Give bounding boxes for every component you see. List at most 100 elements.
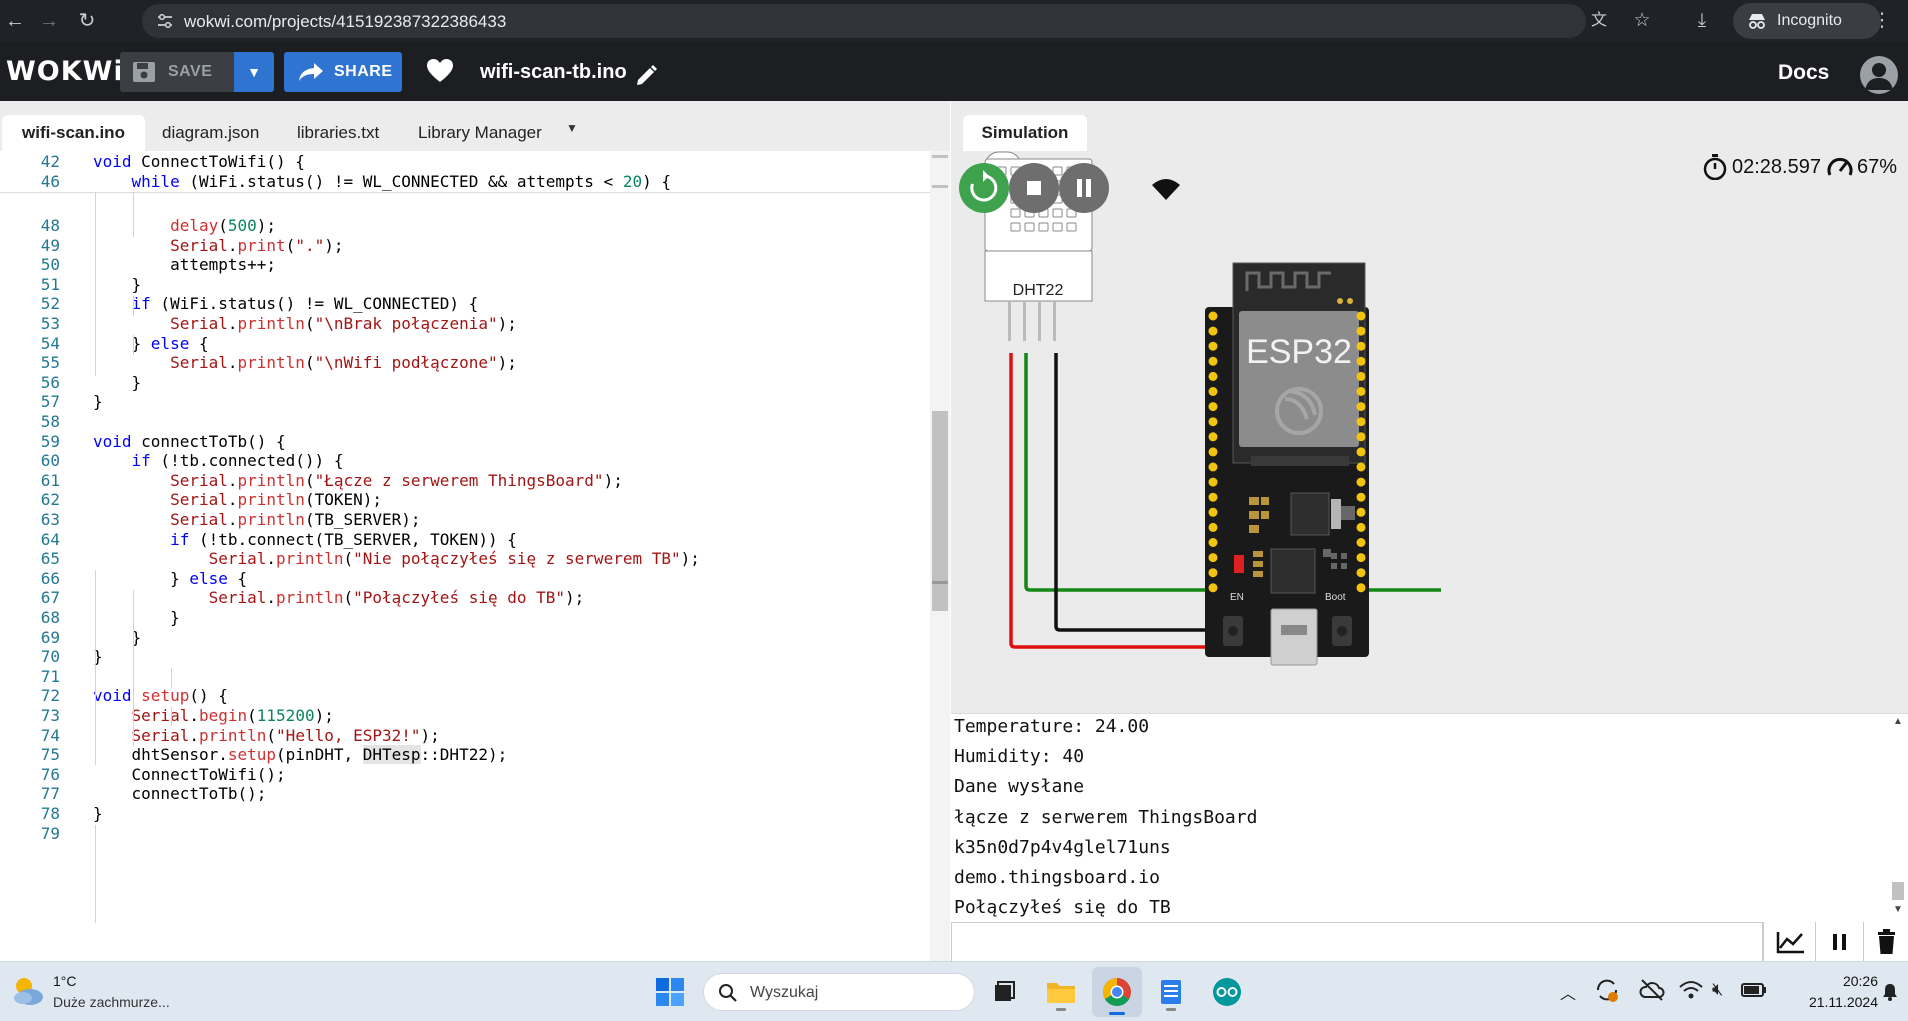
code-line[interactable]: 61 Serial.println("Łącze z serwerem Thin… bbox=[0, 471, 930, 491]
code-line[interactable]: 49 Serial.print("."); bbox=[0, 236, 930, 256]
code-line[interactable]: 52 if (WiFi.status() != WL_CONNECTED) { bbox=[0, 294, 930, 314]
avatar[interactable] bbox=[1860, 56, 1898, 94]
file-explorer-icon[interactable] bbox=[1042, 973, 1080, 1011]
volume-muted-icon[interactable]: 🔇︎ bbox=[1712, 979, 1724, 999]
clock-time[interactable]: 20:26 bbox=[1842, 973, 1878, 989]
wifi-signal-icon[interactable] bbox=[1678, 978, 1704, 1002]
esp32-pin[interactable] bbox=[1208, 553, 1218, 563]
esp32-pin[interactable] bbox=[1356, 462, 1366, 472]
serial-scrollbar[interactable]: ▲ ▼ bbox=[1892, 716, 1904, 915]
arduino-ide-icon[interactable] bbox=[1208, 973, 1246, 1011]
esp32-pin[interactable] bbox=[1208, 356, 1218, 366]
code-line[interactable]: 68 } bbox=[0, 608, 930, 628]
esp32-pin[interactable] bbox=[1208, 462, 1218, 472]
code-line[interactable]: 73 Serial.begin(115200); bbox=[0, 706, 930, 726]
serial-input[interactable] bbox=[951, 922, 1763, 962]
stop-button[interactable] bbox=[1009, 163, 1059, 213]
weather-temperature[interactable]: 1°C bbox=[53, 973, 77, 989]
code-line[interactable]: 75 dhtSensor.setup(pinDHT, DHTesp::DHT22… bbox=[0, 745, 930, 765]
download-icon[interactable]: ⤓ bbox=[1697, 10, 1707, 31]
back-icon[interactable]: ← bbox=[5, 10, 25, 32]
project-name[interactable]: wifi-scan-tb.ino bbox=[480, 61, 627, 83]
save-button[interactable]: SAVE bbox=[120, 52, 234, 92]
forward-icon[interactable]: → bbox=[39, 10, 59, 32]
tabs-menu-icon[interactable]: ▼ bbox=[566, 121, 578, 135]
browser-menu-icon[interactable]: ⋮ bbox=[1872, 10, 1892, 31]
windows-start-icon[interactable] bbox=[651, 973, 689, 1011]
code-line[interactable]: 67 Serial.println("Połączyłeś się do TB"… bbox=[0, 588, 930, 608]
code-line[interactable]: 64 if (!tb.connect(TB_SERVER, TOKEN)) { bbox=[0, 530, 930, 550]
esp32-pin[interactable] bbox=[1208, 402, 1218, 412]
save-dropdown-button[interactable]: ▼ bbox=[234, 52, 274, 92]
code-line[interactable]: 66 } else { bbox=[0, 569, 930, 589]
esp32-board[interactable]: ESP32 EN Boot bbox=[1205, 262, 1369, 666]
esp32-pin[interactable] bbox=[1356, 417, 1366, 427]
tab-simulation[interactable]: Simulation bbox=[963, 115, 1087, 151]
code-line[interactable]: 50 attempts++; bbox=[0, 255, 930, 275]
tab-libraries-txt[interactable]: libraries.txt bbox=[297, 123, 380, 142]
esp32-pin[interactable] bbox=[1356, 447, 1366, 457]
incognito-badge[interactable]: Incognito bbox=[1733, 3, 1881, 39]
code-line[interactable]: 69 } bbox=[0, 628, 930, 648]
battery-icon[interactable] bbox=[1740, 979, 1768, 1001]
code-line[interactable]: 78} bbox=[0, 804, 930, 824]
taskbar-search[interactable]: Wyszukaj bbox=[703, 973, 975, 1011]
plotter-button[interactable] bbox=[1763, 922, 1815, 962]
code-line[interactable]: 54 } else { bbox=[0, 334, 930, 354]
code-line[interactable]: 53 Serial.println("\nBrak połączenia"); bbox=[0, 314, 930, 334]
code-line[interactable]: 60 if (!tb.connected()) { bbox=[0, 451, 930, 471]
code-line[interactable]: 76 ConnectToWifi(); bbox=[0, 765, 930, 785]
cloud-offline-icon[interactable] bbox=[1638, 977, 1666, 1003]
esp32-pin[interactable] bbox=[1208, 447, 1218, 457]
sync-icon[interactable] bbox=[1592, 975, 1622, 1005]
address-bar[interactable]: wokwi.com/projects/415192387322386433 文 … bbox=[142, 4, 1651, 38]
code-line[interactable]: 58 bbox=[0, 412, 930, 432]
pause-button[interactable] bbox=[1059, 163, 1109, 213]
task-view-icon[interactable] bbox=[985, 973, 1023, 1011]
esp32-pin[interactable] bbox=[1208, 477, 1218, 487]
esp32-pin[interactable] bbox=[1208, 492, 1218, 502]
wokwi-logo[interactable]: WOKWi bbox=[6, 56, 124, 87]
code-line[interactable]: 56 } bbox=[0, 373, 930, 393]
esp32-pin[interactable] bbox=[1356, 568, 1366, 578]
esp32-pin[interactable] bbox=[1356, 387, 1366, 396]
code-line[interactable]: 62 Serial.println(TOKEN); bbox=[0, 490, 930, 510]
esp32-pin[interactable] bbox=[1208, 538, 1218, 547]
docs-link[interactable]: Docs bbox=[1778, 61, 1830, 84]
esp32-pin[interactable] bbox=[1356, 356, 1366, 366]
code-area[interactable]: 48 delay(500);49 Serial.print(".");50 at… bbox=[0, 151, 930, 961]
translate-icon[interactable]: 文 bbox=[1590, 12, 1607, 29]
editor-scroll-thumb[interactable] bbox=[932, 411, 948, 611]
esp32-pin[interactable] bbox=[1208, 432, 1218, 442]
code-line[interactable]: 63 Serial.println(TB_SERVER); bbox=[0, 510, 930, 530]
code-line[interactable]: 65 Serial.println("Nie połączyłeś się z … bbox=[0, 549, 930, 569]
clock-date[interactable]: 21.11.2024 bbox=[1808, 994, 1878, 1010]
reload-icon[interactable]: ↻ bbox=[78, 10, 96, 32]
esp32-pin[interactable] bbox=[1208, 583, 1218, 593]
esp32-pin[interactable] bbox=[1356, 507, 1366, 517]
tab-wifi-scan-ino[interactable]: wifi-scan.ino bbox=[2, 115, 145, 151]
notepad-icon[interactable] bbox=[1152, 973, 1190, 1011]
esp32-pin[interactable] bbox=[1356, 341, 1366, 351]
clear-button[interactable] bbox=[1863, 922, 1908, 962]
code-line[interactable]: 48 delay(500); bbox=[0, 216, 930, 236]
chevron-up-icon[interactable]: ︿ bbox=[1560, 986, 1577, 1003]
code-line[interactable]: 79 bbox=[0, 824, 930, 844]
esp32-pin[interactable] bbox=[1356, 402, 1366, 412]
esp32-pin[interactable] bbox=[1208, 417, 1218, 427]
wires[interactable] bbox=[1009, 353, 1441, 649]
share-button[interactable]: SHARE bbox=[284, 52, 402, 92]
esp32-pin[interactable] bbox=[1208, 507, 1218, 517]
esp32-pin[interactable] bbox=[1356, 477, 1366, 487]
wifi-icon[interactable] bbox=[1151, 177, 1181, 201]
pencil-icon[interactable] bbox=[634, 64, 658, 88]
code-line[interactable]: 55 Serial.println("\nWifi podłączone"); bbox=[0, 353, 930, 373]
code-line[interactable]: 57} bbox=[0, 392, 930, 412]
esp32-pin[interactable] bbox=[1208, 371, 1218, 381]
esp32-pin[interactable] bbox=[1356, 371, 1366, 381]
tab-diagram-json[interactable]: diagram.json bbox=[162, 123, 260, 142]
esp32-pin[interactable] bbox=[1356, 583, 1366, 593]
esp32-pin[interactable] bbox=[1208, 568, 1218, 578]
esp32-pin[interactable] bbox=[1356, 492, 1366, 502]
